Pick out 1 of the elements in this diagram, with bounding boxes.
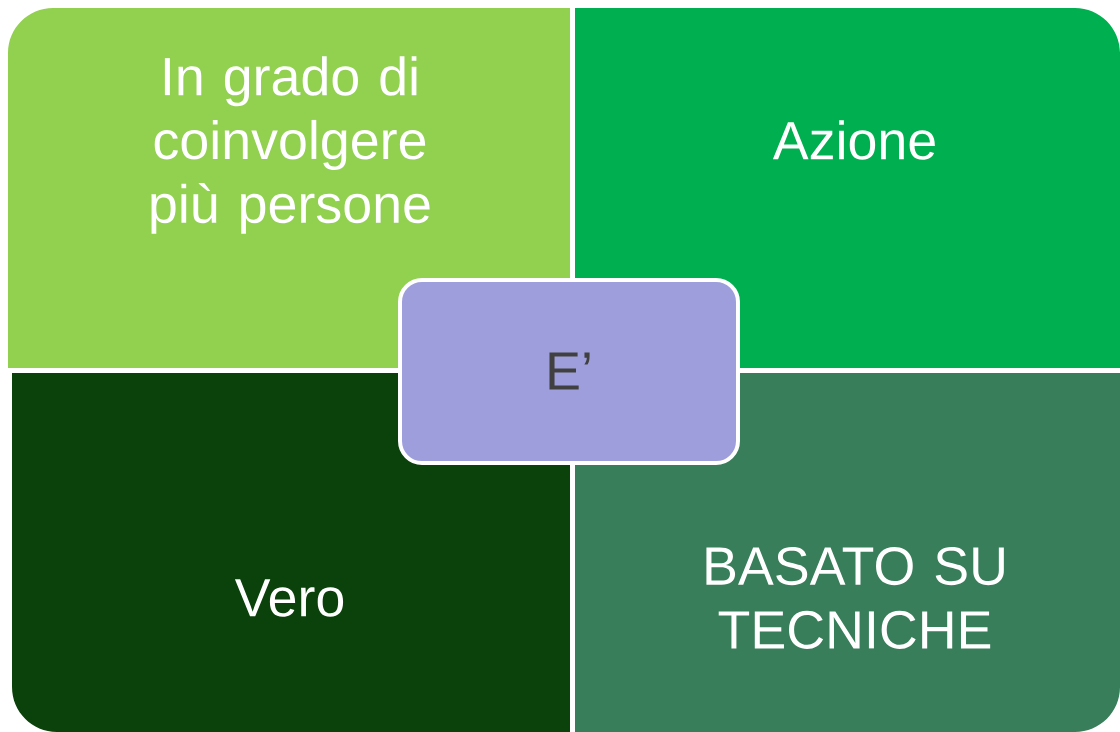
center-box: E’ <box>398 278 740 465</box>
